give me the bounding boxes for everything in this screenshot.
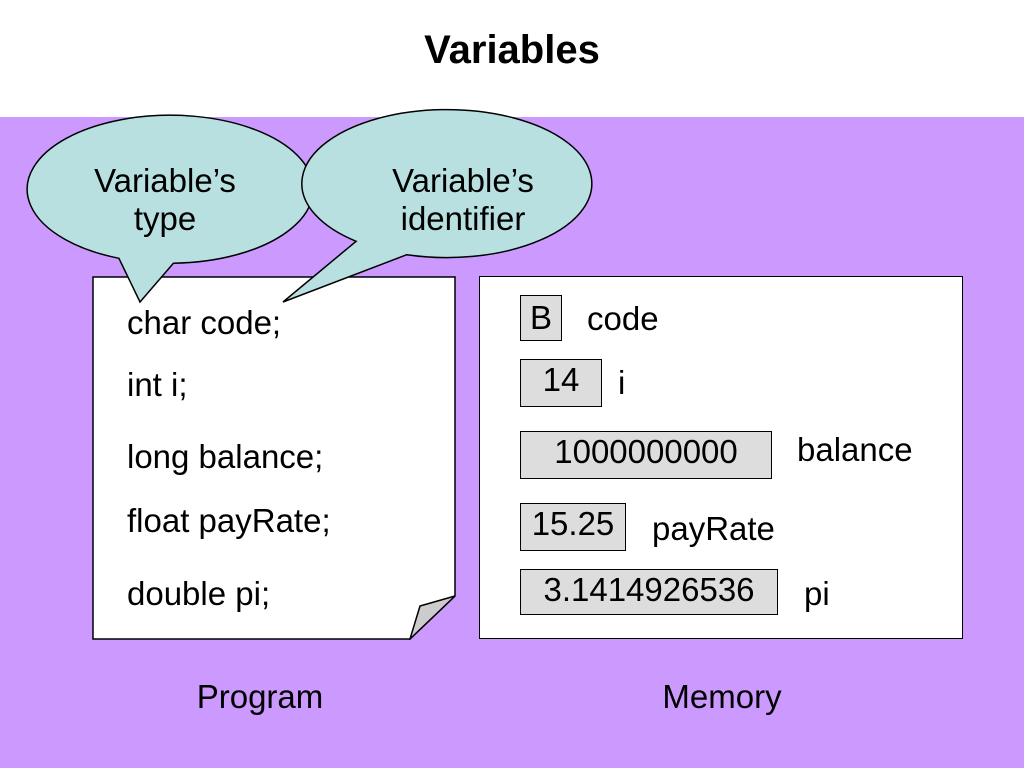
memory-panel: B code 14 i 1000000000 balance 15.25 pay… — [479, 276, 963, 639]
memory-name-code: code — [587, 300, 659, 337]
program-caption: Program — [196, 678, 324, 715]
memory-cell-pi: 3.1414926536 — [520, 569, 778, 615]
type-callout-bubble — [26, 114, 314, 304]
code-line-float: float payRate; — [127, 502, 331, 539]
note-shape — [92, 276, 456, 640]
memory-name-pi: pi — [804, 575, 830, 612]
code-line-int: int i; — [127, 366, 188, 403]
memory-cell-balance: 1000000000 — [520, 431, 772, 479]
code-line-double: double pi; — [127, 575, 271, 612]
identifier-callout-bubble — [282, 108, 593, 303]
code-line-char: char code; — [127, 304, 282, 341]
identifier-callout-text: Variable’s identifier — [392, 162, 534, 237]
type-callout-text: Variable’s type — [94, 162, 236, 237]
slide-title: Variables — [424, 28, 600, 72]
memory-name-balance: balance — [797, 431, 913, 468]
code-line-long: long balance; — [127, 438, 324, 475]
memory-caption: Memory — [662, 678, 782, 715]
folded-corner — [408, 595, 456, 640]
memory-cell-i: 14 — [520, 359, 602, 407]
memory-name-payrate: payRate — [652, 510, 775, 547]
memory-cell-payrate: 15.25 — [520, 503, 626, 551]
memory-cell-code: B — [520, 295, 562, 341]
memory-name-i: i — [618, 364, 626, 401]
program-panel: char code; int i; long balance; float pa… — [92, 276, 456, 640]
